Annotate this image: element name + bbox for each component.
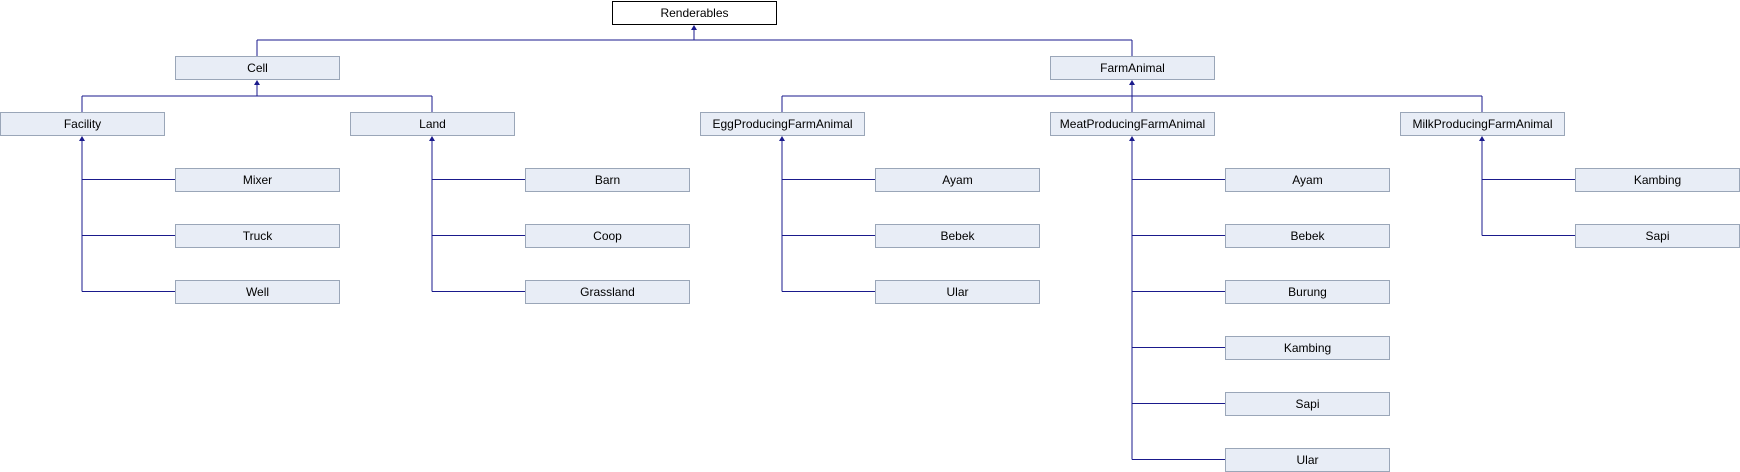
class-label: Bebek [1290, 229, 1325, 243]
class-label: FarmAnimal [1100, 61, 1165, 75]
class-node-grassland[interactable]: Grassland [525, 280, 690, 304]
class-node-barn[interactable]: Barn [525, 168, 690, 192]
class-node-egg_bebek[interactable]: Bebek [875, 224, 1040, 248]
class-box [1225, 280, 1390, 304]
class-box [1050, 56, 1215, 80]
class-label: MilkProducingFarmAnimal [1412, 117, 1552, 131]
class-box [1050, 112, 1215, 136]
class-box [1400, 112, 1565, 136]
class-label: Land [419, 117, 446, 131]
class-label: Renderables [660, 6, 728, 20]
class-node-farmanimal[interactable]: FarmAnimal [1050, 56, 1215, 80]
class-node-meat[interactable]: MeatProducingFarmAnimal [1050, 112, 1215, 136]
class-box [875, 280, 1040, 304]
inheritance-arrow-facility [79, 136, 85, 141]
class-node-well[interactable]: Well [175, 280, 340, 304]
class-label: EggProducingFarmAnimal [712, 117, 852, 131]
class-node-milk_kambing[interactable]: Kambing [1575, 168, 1740, 192]
class-node-meat_bebek[interactable]: Bebek [1225, 224, 1390, 248]
class-label: Sapi [1295, 397, 1319, 411]
inheritance-arrow-farmanimal [1129, 80, 1135, 85]
class-label: Grassland [580, 285, 635, 299]
class-label: Coop [593, 229, 622, 243]
class-node-facility[interactable]: Facility [0, 112, 165, 136]
inheritance-arrow-egg [779, 136, 785, 141]
class-label: Kambing [1634, 173, 1681, 187]
class-box [875, 224, 1040, 248]
class-box [175, 56, 340, 80]
class-node-meat_burung[interactable]: Burung [1225, 280, 1390, 304]
class-node-mixer[interactable]: Mixer [175, 168, 340, 192]
class-label: Kambing [1284, 341, 1331, 355]
class-box [1225, 392, 1390, 416]
class-label: Cell [247, 61, 268, 75]
class-node-egg_ular[interactable]: Ular [875, 280, 1040, 304]
class-label: Bebek [940, 229, 975, 243]
class-label: Ular [946, 285, 968, 299]
class-box [0, 112, 165, 136]
class-node-truck[interactable]: Truck [175, 224, 340, 248]
class-label: Sapi [1645, 229, 1669, 243]
class-node-coop[interactable]: Coop [525, 224, 690, 248]
class-label: Barn [595, 173, 620, 187]
class-box [350, 112, 515, 136]
class-box [175, 280, 340, 304]
class-node-cell[interactable]: Cell [175, 56, 340, 80]
class-label: MeatProducingFarmAnimal [1060, 117, 1205, 131]
class-label: Mixer [243, 173, 272, 187]
class-node-milk[interactable]: MilkProducingFarmAnimal [1400, 112, 1565, 136]
class-node-meat_sapi[interactable]: Sapi [1225, 392, 1390, 416]
class-node-meat_ular[interactable]: Ular [1225, 448, 1390, 472]
inheritance-arrow-cell [254, 80, 260, 85]
class-box [175, 168, 340, 192]
class-node-land[interactable]: Land [350, 112, 515, 136]
class-box [1225, 224, 1390, 248]
class-label: Facility [64, 117, 101, 131]
class-box [612, 1, 777, 25]
class-label: Ayam [1292, 173, 1322, 187]
class-box [1225, 168, 1390, 192]
class-label: Ular [1296, 453, 1318, 467]
inheritance-edges [79, 25, 1575, 460]
class-box [525, 224, 690, 248]
class-node-renderables[interactable]: Renderables [612, 1, 777, 25]
inheritance-arrow-milk [1479, 136, 1485, 141]
class-node-milk_sapi[interactable]: Sapi [1575, 224, 1740, 248]
class-box [525, 168, 690, 192]
class-box [525, 280, 690, 304]
class-node-meat_ayam[interactable]: Ayam [1225, 168, 1390, 192]
class-box [1225, 336, 1390, 360]
class-label: Ayam [942, 173, 972, 187]
inheritance-arrow-land [429, 136, 435, 141]
inheritance-arrow-renderables [691, 25, 697, 30]
class-box [175, 224, 340, 248]
class-box [700, 112, 865, 136]
inheritance-arrow-meat [1129, 136, 1135, 141]
class-label: Burung [1288, 285, 1327, 299]
class-node-egg_ayam[interactable]: Ayam [875, 168, 1040, 192]
class-node-egg[interactable]: EggProducingFarmAnimal [700, 112, 865, 136]
class-node-meat_kambing[interactable]: Kambing [1225, 336, 1390, 360]
class-label: Well [246, 285, 269, 299]
class-label: Truck [243, 229, 274, 243]
class-box [875, 168, 1040, 192]
